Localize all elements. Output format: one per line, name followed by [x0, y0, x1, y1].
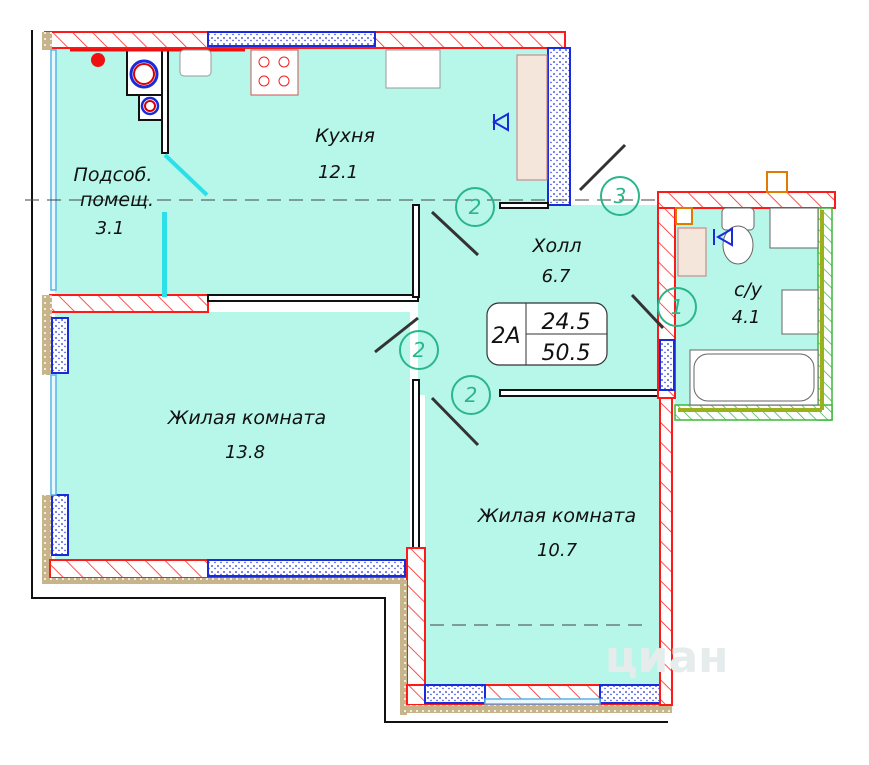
room-name-bathroom: с/у: [734, 279, 763, 301]
ventilation-marker-icon: [713, 227, 733, 247]
room-name-living-2: Жилая комната: [477, 505, 636, 527]
door-number: 3: [614, 184, 627, 208]
axis-lines: [25, 199, 660, 626]
living-room-1-floor: [55, 312, 410, 560]
room-area-bathroom: 4.1: [732, 307, 761, 328]
living-room-2-floor: [425, 395, 660, 685]
stove-icon: [250, 49, 299, 96]
door-swings: [374, 143, 665, 447]
room-name-hall: Холл: [532, 235, 582, 257]
room-name-utility-1: Подсоб.: [74, 164, 153, 186]
room-name-living-1: Жилая комната: [167, 407, 326, 429]
room-area-living-2: 10.7: [537, 540, 578, 561]
sink-icon: [385, 49, 441, 89]
door-markers: [399, 176, 697, 415]
door-number: 2: [413, 338, 426, 362]
kitchen-floor: [55, 48, 555, 295]
windows: [50, 49, 601, 705]
outer-contour: [31, 30, 668, 723]
room-name-kitchen: Кухня: [315, 125, 375, 147]
room-area-living-1: 13.8: [225, 442, 265, 463]
watermark: циан: [605, 632, 729, 683]
apartment-type: 2А: [491, 324, 520, 349]
room-name-utility-2: помещ.: [80, 189, 154, 211]
fixtures: [70, 48, 819, 406]
door-number: 2: [469, 195, 482, 219]
door-number: 1: [671, 295, 684, 319]
gas-meter-icon: [91, 53, 105, 67]
washbasin-icon: [781, 289, 819, 335]
room-area-kitchen: 12.1: [318, 162, 358, 183]
room-area-hall: 6.7: [542, 266, 571, 287]
ventilation-marker-icon: [491, 112, 509, 132]
living-area: 24.5: [542, 310, 591, 335]
apartment-summary-box: 2А 24.5 50.5: [486, 302, 608, 366]
walls: [42, 31, 836, 715]
room-area-utility: 3.1: [96, 218, 125, 239]
floors: [55, 48, 818, 685]
total-area: 50.5: [542, 341, 591, 366]
door-number: 2: [465, 383, 478, 407]
